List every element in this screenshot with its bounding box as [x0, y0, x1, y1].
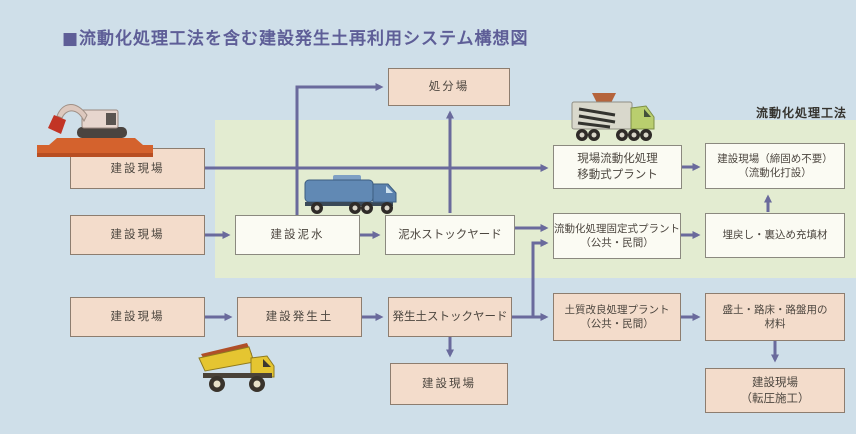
node-site-no-compaction: 建設現場（締固め不要） （流動化打設）	[705, 143, 845, 189]
node-site-compaction: 建設現場 （転圧施工）	[705, 368, 845, 413]
node-soil-stockyard: 発生土ストックヤード	[388, 297, 512, 337]
node-construction-site-3: 建設現場	[70, 297, 205, 337]
dump-truck-icon	[198, 343, 275, 392]
node-disposal-site: 処分場	[388, 68, 510, 106]
node-slurry-stockyard: 泥水ストックヤード	[385, 215, 515, 255]
node-onsite-mobile-plant: 現場流動化処理 移動式プラント	[553, 145, 682, 189]
node-soil-improvement-plant: 土質改良処理プラント （公共・民間）	[553, 293, 681, 341]
tank-truck-icon	[304, 175, 397, 214]
node-construction-site-2: 建設現場	[70, 215, 205, 255]
excavator-icon	[37, 104, 153, 157]
page-title: ■流動化処理工法を含む建設発生土再利用システム構想図	[62, 29, 529, 49]
node-surplus-soil: 建設発生土	[237, 297, 362, 337]
liquefaction-zone-label: 流動化処理工法	[756, 106, 848, 120]
mixer-truck-icon	[571, 93, 655, 141]
node-backfill-material: 埋戻し・裏込め充填材	[705, 213, 845, 258]
node-fixed-plant: 流動化処理固定式プラント （公共・民間）	[553, 213, 681, 259]
node-construction-slurry: 建設泥水	[235, 215, 360, 255]
node-construction-site-bottom: 建設現場	[390, 363, 508, 405]
node-embankment-material: 盛土・路床・路盤用の 材料	[705, 293, 845, 341]
